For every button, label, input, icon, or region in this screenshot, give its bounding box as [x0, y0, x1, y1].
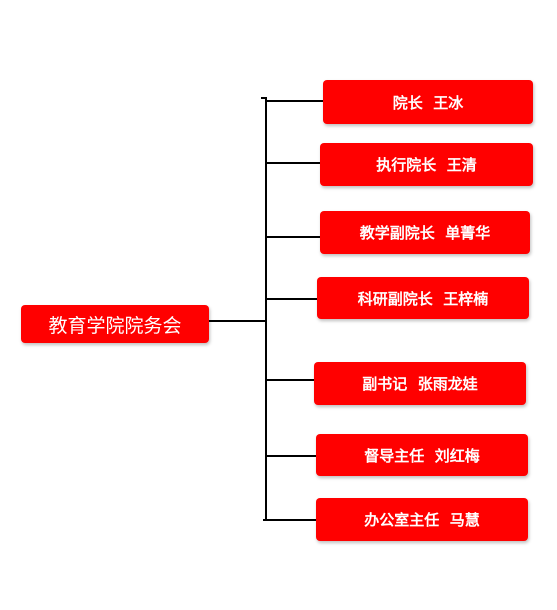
- branch-line-1: [265, 100, 323, 102]
- branch-line-5: [265, 379, 314, 381]
- child-node-5[interactable]: 副书记 张雨龙娃: [314, 362, 526, 405]
- child-node-label: 科研副院长 王梓楠: [357, 289, 489, 308]
- child-node-2[interactable]: 执行院长 王清: [320, 143, 533, 186]
- root-connector-line: [209, 320, 267, 322]
- child-node-4[interactable]: 科研副院长 王梓楠: [317, 277, 529, 319]
- root-node[interactable]: 教育学院院务会: [21, 305, 209, 343]
- child-node-label: 督导主任 刘红梅: [364, 446, 480, 465]
- trunk-top-tick: [261, 97, 267, 99]
- child-node-7[interactable]: 办公室主任 马慧: [316, 498, 528, 541]
- child-node-3[interactable]: 教学副院长 单菁华: [320, 211, 530, 254]
- child-node-label: 执行院长 王清: [376, 156, 477, 174]
- child-node-1[interactable]: 院长 王冰: [323, 80, 533, 124]
- child-node-6[interactable]: 督导主任 刘红梅: [316, 434, 528, 476]
- branch-line-7: [265, 519, 316, 521]
- branch-line-3: [265, 236, 320, 238]
- child-node-label: 副书记 张雨龙娃: [362, 375, 478, 393]
- branch-line-6: [265, 455, 316, 457]
- root-node-label: 教育学院院务会: [48, 314, 182, 337]
- child-node-label: 教学副院长 单菁华: [359, 224, 491, 242]
- branch-line-4: [265, 298, 317, 300]
- child-node-label: 办公室主任 马慧: [364, 511, 480, 529]
- branch-line-2: [265, 162, 320, 164]
- child-node-label: 院长 王冰: [392, 93, 464, 112]
- vertical-trunk-line: [265, 97, 267, 521]
